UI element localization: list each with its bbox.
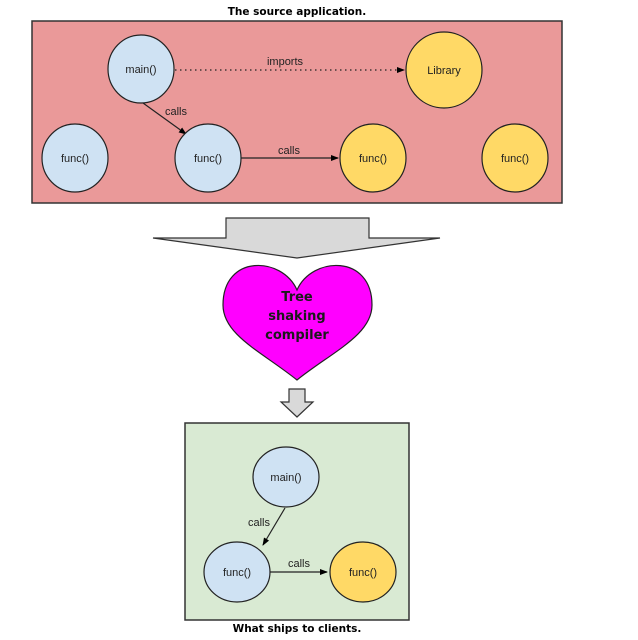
heart-label-line3: compiler <box>265 328 329 343</box>
heart-icon <box>222 264 373 381</box>
big-down-arrow-icon <box>152 217 441 259</box>
node-func-unused-blue-label: func() <box>61 153 89 165</box>
main-calls-func-label: calls <box>165 106 188 118</box>
node-func-called-blue: func() <box>174 123 242 193</box>
node-library-label: Library <box>427 65 461 77</box>
output-node-main-label: main() <box>270 472 301 484</box>
source-application-box <box>31 20 563 204</box>
node-func-unused-yellow-label: func() <box>501 153 529 165</box>
output-node-main: main() <box>252 446 320 508</box>
node-main-label: main() <box>125 64 156 76</box>
output-func-calls-func-label: calls <box>288 558 311 570</box>
output-main-calls-func-edge <box>262 507 286 546</box>
heart-label-line2: shaking <box>268 309 325 324</box>
imports-label: imports <box>267 56 304 68</box>
main-calls-func-edge <box>142 102 187 135</box>
func-calls-func-label: calls <box>278 145 301 157</box>
node-func-unused-blue: func() <box>41 123 109 193</box>
output-node-func-yellow-label: func() <box>349 567 377 579</box>
small-down-arrow-icon <box>279 388 315 418</box>
output-main-calls-func-label: calls <box>248 517 271 529</box>
node-func-called-blue-label: func() <box>194 153 222 165</box>
heart-label-line1: Tree <box>281 290 313 305</box>
node-main: main() <box>107 34 175 104</box>
output-node-func-blue-label: func() <box>223 567 251 579</box>
tree-shaking-compiler-heart: Tree shaking compiler <box>222 264 373 381</box>
node-func-unused-yellow: func() <box>481 123 549 193</box>
output-node-func-yellow: func() <box>329 541 397 603</box>
node-func-called-yellow-label: func() <box>359 153 387 165</box>
node-func-called-yellow: func() <box>339 123 407 193</box>
output-caption: What ships to clients. <box>233 623 362 635</box>
output-node-func-blue: func() <box>203 541 271 603</box>
source-caption: The source application. <box>228 6 366 18</box>
node-library: Library <box>405 31 483 109</box>
